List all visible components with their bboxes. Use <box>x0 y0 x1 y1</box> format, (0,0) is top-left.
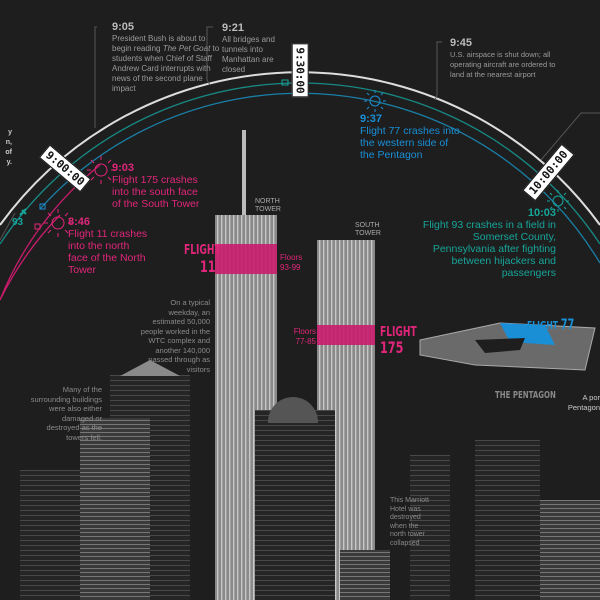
building-far-left <box>20 470 80 600</box>
leader-right <box>540 112 600 161</box>
building-right-2 <box>475 440 540 600</box>
building-dome <box>255 410 335 600</box>
explosion-icon-1003 <box>547 190 569 212</box>
leader-921 <box>206 26 213 86</box>
explosion-icon-903 <box>87 156 115 184</box>
building-left-roof <box>120 360 180 376</box>
pentagon-image <box>419 322 596 371</box>
leader-945 <box>434 41 442 101</box>
leader-905 <box>94 26 97 128</box>
south-tower-label: SOUTH TOWER <box>355 222 381 237</box>
clock-930: 9:30:00 <box>291 43 309 98</box>
north-tower-label: NORTH TOWER <box>255 198 281 213</box>
note-marriott: This Marriott Hotel was destroyed when t… <box>390 497 429 547</box>
leader-left <box>0 212 16 241</box>
flight11-num: 11 <box>200 257 216 276</box>
explosion-icon-937 <box>364 90 386 112</box>
note-weekday: On a typical weekday, an estimated 50,00… <box>140 298 210 374</box>
building-right-3 <box>540 500 600 600</box>
floors-south: Floors 77-85 <box>293 327 316 346</box>
plane-icon-93 <box>19 208 27 216</box>
floors-north: Floors 93-99 <box>280 253 303 272</box>
building-right-1 <box>410 455 450 600</box>
note-905: 9:05 President Bush is about to begin re… <box>112 21 220 93</box>
marriott-hotel <box>340 550 390 600</box>
pentagon-flight-label: FLIGHT 77 <box>527 317 575 333</box>
pentagon-label: THE PENTAGON <box>495 390 556 401</box>
south-tower-impact-band <box>317 325 375 345</box>
north-tower-antenna <box>242 130 246 215</box>
plane-icon-77 <box>39 203 46 210</box>
note-surrounding: Many of the surrounding buildings were a… <box>30 385 102 442</box>
pentagon-cut-note: A por Pentagon <box>567 393 600 412</box>
building-dark <box>80 418 150 600</box>
plane-icon-teal <box>281 79 289 86</box>
flight175-word: FLIGHT <box>380 325 417 340</box>
flight175-num: 175 <box>380 338 404 357</box>
explosion-icon-846 <box>44 209 72 237</box>
flight11-arc <box>0 214 61 301</box>
flight93-arc-label: 93 <box>12 217 24 228</box>
plane-icon-11 <box>34 223 41 230</box>
flight11-word: FLIGHT <box>184 243 221 258</box>
north-tower-impact-band <box>215 244 277 274</box>
